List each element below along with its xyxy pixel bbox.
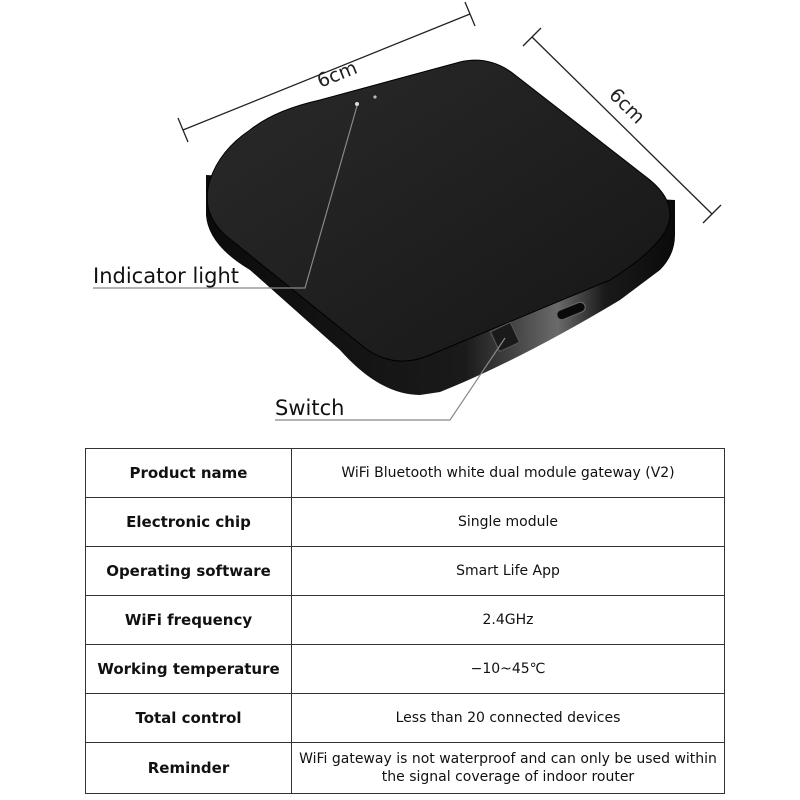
indicator-callout-line (93, 105, 358, 289)
spec-value: WiFi Bluetooth white dual module gateway… (291, 448, 725, 498)
table-row: Reminder WiFi gateway is not waterproof … (85, 742, 725, 794)
spec-value: −10~45℃ (291, 644, 725, 694)
table-row: Working temperature −10~45℃ (85, 644, 725, 694)
switch-callout-line (275, 337, 506, 421)
depth-dimension-line (522, 27, 722, 224)
table-row: Total control Less than 20 connected dev… (85, 693, 725, 743)
spec-label: Operating software (85, 546, 292, 596)
table-row: Electronic chip Single module (85, 497, 725, 547)
spec-label: Total control (85, 693, 292, 743)
spec-value: WiFi gateway is not waterproof and can o… (291, 742, 725, 794)
gateway-device (206, 59, 675, 395)
spec-label: Reminder (85, 742, 292, 794)
product-illustration: 6cm 6cm Indicator light Switch (93, 1, 722, 421)
indicator-light-dot-2 (373, 95, 377, 99)
table-row: Product name WiFi Bluetooth white dual m… (85, 448, 725, 498)
table-row: Operating software Smart Life App (85, 546, 725, 596)
switch-button (489, 321, 521, 353)
spec-label: Product name (85, 448, 292, 498)
spec-table: Product name WiFi Bluetooth white dual m… (85, 448, 725, 794)
spec-value: 2.4GHz (291, 595, 725, 645)
usb-port (556, 301, 586, 321)
spec-label: Electronic chip (85, 497, 292, 547)
spec-label: Working temperature (85, 644, 292, 694)
table-row: WiFi frequency 2.4GHz (85, 595, 725, 645)
switch-label: Switch (275, 396, 344, 420)
indicator-light-label: Indicator light (93, 264, 239, 288)
width-dimension-line (177, 1, 476, 143)
width-dimension-label: 6cm (314, 57, 360, 93)
spec-value: Less than 20 connected devices (291, 693, 725, 743)
spec-value: Smart Life App (291, 546, 725, 596)
depth-dimension-label: 6cm (604, 84, 649, 129)
indicator-light-dot (355, 102, 359, 106)
spec-value: Single module (291, 497, 725, 547)
spec-label: WiFi frequency (85, 595, 292, 645)
